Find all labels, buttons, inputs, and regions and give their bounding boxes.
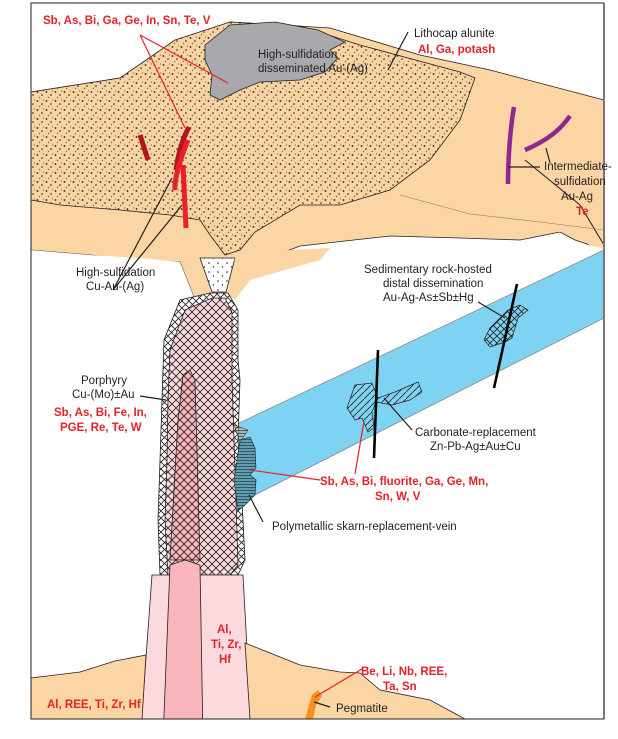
leader-hs-cu-2 bbox=[112, 204, 183, 291]
leader-top-elements-1 bbox=[139, 34, 229, 84]
porphyry-stock-core-lower bbox=[163, 559, 204, 719]
intermediate-label-3: Au-Ag bbox=[561, 191, 593, 203]
carbonate-label-2: Zn-Pb-Ag±Au±Cu bbox=[430, 441, 521, 453]
tan-arm-right-of-stock bbox=[230, 248, 330, 300]
pegmatite-elements-label-2: Ta, Sn bbox=[383, 681, 417, 693]
hs-disseminated-label-2: disseminated Au-(Ag) bbox=[258, 63, 368, 75]
intermediate-elements-label: Te bbox=[576, 206, 589, 218]
porphyry-core bbox=[169, 369, 201, 561]
red-vein-curved bbox=[172, 139, 191, 191]
polymetallic-label: Polymetallic skarn-replacement-vein bbox=[272, 521, 457, 533]
leader-pegmatite bbox=[313, 701, 331, 708]
leader-intermediate-2 bbox=[545, 147, 551, 164]
porphyry-elements-label-1: Sb, As, Bi, Fe, In, bbox=[54, 407, 147, 419]
high-sulfidation-disseminated-body bbox=[204, 21, 346, 101]
fault-line-2 bbox=[492, 283, 519, 389]
basement-left bbox=[31, 654, 147, 719]
dark-red-vein-left bbox=[137, 134, 151, 161]
intermediate-label-1: Intermediate- bbox=[544, 161, 612, 173]
skarn-elements-label-2: Sn, W, V bbox=[375, 491, 421, 503]
basement-right bbox=[244, 642, 466, 719]
stock-elements-label-3: Hf bbox=[219, 654, 231, 666]
hs-disseminated-label-1: High-sulfidation bbox=[258, 49, 337, 61]
intermediate-label-2: sulfidation bbox=[554, 176, 606, 188]
porphyry-elements-label-2: PGE, Re, Te, W bbox=[60, 422, 142, 434]
leader-porphyry bbox=[139, 395, 167, 401]
sediment-hosted-label-2: distal dissemination bbox=[383, 278, 483, 290]
lithocap-label: Lithocap alunite bbox=[414, 28, 495, 40]
porphyry-label-2: Cu-(Mo)±Au bbox=[72, 389, 135, 401]
sediment-hosted-label-3: Au-Ag-As±Sb±Hg bbox=[383, 292, 474, 304]
leader-carbonate bbox=[383, 397, 413, 431]
sediment-hosted-label-1: Sedimentary rock-hosted bbox=[364, 264, 492, 276]
lithocap-elements-label: Al, Ga, potash bbox=[418, 44, 495, 56]
leader-pegmatite-elements bbox=[314, 668, 363, 698]
pegmatite-label: Pegmatite bbox=[336, 703, 388, 715]
leader-hs-cu-1 bbox=[112, 177, 173, 291]
leader-lithocap bbox=[387, 31, 409, 71]
stock-elements-label-1: Al, bbox=[217, 624, 232, 636]
leader-sediment bbox=[477, 301, 506, 319]
pegmatite-elements-label-1: Be, Li, Nb, REE, bbox=[361, 666, 447, 678]
leader-polymetallic bbox=[248, 494, 264, 523]
stock-elements-label-2: Ti, Zr, bbox=[211, 639, 241, 651]
hs-cu-label-1: High-sulfidation bbox=[76, 267, 155, 279]
intermediate-vein-arc bbox=[524, 114, 572, 153]
right-host-rock-tongue bbox=[470, 215, 604, 248]
basement-elements-label: Al, REE, Ti, Zr, Hf bbox=[47, 699, 141, 711]
intermediate-vein-vertical bbox=[505, 106, 517, 185]
polymetallic-skarn-body bbox=[233, 436, 257, 511]
hs-cu-label-2: Cu-Au-(Ag) bbox=[86, 281, 144, 293]
breccia-pipe-throat bbox=[199, 257, 236, 293]
porphyry-label-1: Porphyry bbox=[81, 375, 127, 387]
leader-skarn-elements-2 bbox=[354, 420, 365, 475]
top-elements-label: Sb, As, Bi, Ga, Ge, In, Sn, Te, V bbox=[43, 15, 211, 27]
carbonate-replacement-body bbox=[346, 381, 423, 433]
skarn-elements-label-1: Sb, As, Bi, fluorite, Ga, Ge, Mn, bbox=[320, 476, 488, 488]
pegmatite-dike bbox=[305, 690, 322, 719]
leader-top-elements-2 bbox=[139, 34, 186, 129]
carbonate-label-1: Carbonate-replacement bbox=[415, 427, 537, 439]
red-vein-straight bbox=[180, 164, 189, 229]
fault-line-1 bbox=[372, 349, 380, 459]
leader-skarn-elements-1 bbox=[249, 469, 321, 481]
